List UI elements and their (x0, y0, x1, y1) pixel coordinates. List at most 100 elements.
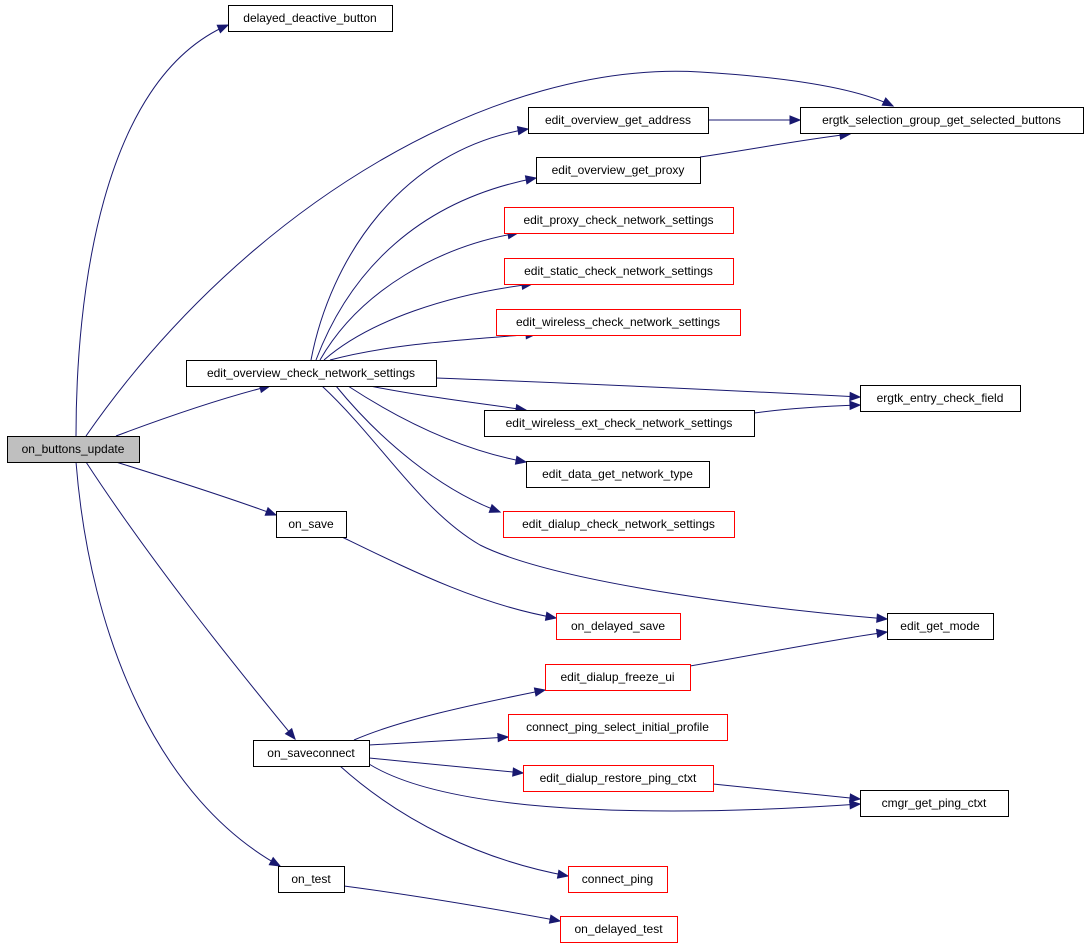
node-box (560, 916, 678, 943)
edge-line (310, 128, 529, 361)
arrowhead (533, 687, 547, 697)
arrowhead (514, 455, 528, 465)
arrowhead (497, 732, 510, 743)
edge-on_save-to-on_delayed_save (341, 536, 558, 621)
node-box (484, 410, 755, 437)
edge-line (323, 283, 533, 361)
node-on_saveconnect[interactable]: on_saveconnect (253, 740, 370, 767)
arrowhead (268, 856, 282, 867)
edge-line (341, 536, 557, 619)
node-on_delayed_save[interactable]: on_delayed_save (556, 613, 681, 640)
arrowhead (789, 115, 802, 125)
edge-on_saveconnect-to-connect_ping_select_initial_profile (368, 732, 510, 746)
node-box (503, 511, 735, 538)
node-label: edit_static_check_network_settings (524, 264, 713, 278)
arrowhead (264, 506, 278, 516)
node-connect_ping[interactable]: connect_ping (568, 866, 668, 893)
node-box (860, 790, 1009, 817)
node-edit_dialup_restore_ping_ctxt[interactable]: edit_dialup_restore_ping_ctxt (523, 765, 714, 792)
node-edit_overview_check_network_settings[interactable]: edit_overview_check_network_settings (186, 360, 437, 387)
edge-line (115, 385, 271, 437)
node-box (545, 664, 691, 691)
edge-line (369, 385, 527, 411)
node-label: on_test (291, 872, 331, 886)
arrowhead (875, 628, 889, 639)
edge-line (712, 783, 861, 800)
edge-line (85, 461, 296, 740)
edge-line (368, 736, 509, 746)
edge-line (699, 133, 851, 158)
edge-line (368, 763, 861, 812)
node-label: edit_data_get_network_type (542, 467, 693, 481)
node-label: edit_wireless_check_network_settings (516, 315, 720, 329)
arrowhead (548, 914, 562, 924)
node-label: connect_ping_select_initial_profile (526, 720, 709, 734)
node-delayed_deactive_button[interactable]: delayed_deactive_button (228, 5, 393, 32)
node-box (860, 385, 1021, 412)
node-label: cmgr_get_ping_ctxt (882, 796, 987, 810)
node-edit_dialup_freeze_ui[interactable]: edit_dialup_freeze_ui (545, 664, 691, 691)
node-box (253, 740, 370, 767)
edge-edit_dialup_freeze_ui-to-edit_get_mode (689, 628, 889, 667)
node-label: edit_dialup_restore_ping_ctxt (540, 771, 697, 785)
node-cmgr_get_ping_ctxt[interactable]: cmgr_get_ping_ctxt (860, 790, 1009, 817)
node-edit_overview_get_address[interactable]: edit_overview_get_address (528, 107, 709, 134)
node-edit_static_check_network_settings[interactable]: edit_static_check_network_settings (504, 258, 734, 285)
node-label: edit_dialup_freeze_ui (560, 670, 674, 684)
node-edit_wireless_check_network_settings[interactable]: edit_wireless_check_network_settings (496, 309, 741, 336)
node-label: on_delayed_test (574, 922, 663, 936)
node-label: on_save (288, 517, 334, 531)
node-edit_wireless_ext_check_network_settings[interactable]: edit_wireless_ext_check_network_settings (484, 410, 755, 437)
edge-line (689, 631, 888, 667)
edge-line (315, 177, 537, 361)
edge-edit_overview_check_network_settings-to-ergtk_entry_check_field (435, 377, 862, 402)
node-edit_get_mode[interactable]: edit_get_mode (887, 613, 994, 640)
edge-line (347, 385, 527, 463)
node-label: on_buttons_update (22, 442, 125, 456)
edge-on_buttons_update-to-on_test (75, 461, 282, 867)
node-box (523, 765, 714, 792)
node-edit_data_get_network_type[interactable]: edit_data_get_network_type (526, 461, 710, 488)
edge-on_buttons_update-to-delayed_deactive_button (75, 24, 230, 437)
node-on_test[interactable]: on_test (278, 866, 345, 893)
node-label: edit_dialup_check_network_settings (522, 517, 715, 531)
edge-edit_wireless_ext_check_network_settings-to-ergtk_entry_check_field (753, 400, 862, 414)
node-box (800, 107, 1084, 134)
edge-line (753, 404, 861, 414)
edge-line (319, 232, 519, 361)
node-edit_dialup_check_network_settings[interactable]: edit_dialup_check_network_settings (503, 511, 735, 538)
node-label: ergtk_selection_group_get_selected_butto… (822, 113, 1061, 127)
node-ergtk_selection_group_get_selected_buttons[interactable]: ergtk_selection_group_get_selected_butto… (800, 107, 1084, 134)
edge-on_buttons_update-to-on_saveconnect (85, 461, 296, 741)
edge-on_saveconnect-to-edit_dialup_freeze_ui (353, 687, 547, 741)
arrowhead (284, 727, 296, 741)
node-box (276, 511, 347, 538)
node-connect_ping_select_initial_profile[interactable]: connect_ping_select_initial_profile (508, 714, 728, 741)
node-box (556, 613, 681, 640)
node-label: on_delayed_save (571, 619, 665, 633)
edge-edit_overview_check_network_settings-to-edit_dialup_check_network_settings (335, 385, 502, 513)
node-edit_overview_get_proxy[interactable]: edit_overview_get_proxy (536, 157, 701, 184)
nodes-layer: on_buttons_update delayed_deactive_button… (7, 5, 1084, 943)
node-box (526, 461, 710, 488)
node-label: edit_proxy_check_network_settings (523, 213, 713, 227)
edge-on_saveconnect-to-edit_dialup_restore_ping_ctxt (368, 757, 525, 777)
edge-on_saveconnect-to-cmgr_get_ping_ctxt (368, 763, 862, 812)
node-box (228, 5, 393, 32)
node-box (528, 107, 709, 134)
edge-line (435, 377, 861, 398)
arrowhead (849, 793, 862, 803)
node-edit_proxy_check_network_settings[interactable]: edit_proxy_check_network_settings (504, 207, 734, 234)
edge-edit_overview_check_network_settings-to-edit_data_get_network_type (347, 385, 528, 465)
edge-line (368, 757, 524, 774)
arrowhead (524, 175, 538, 185)
node-on_delayed_test[interactable]: on_delayed_test (560, 916, 678, 943)
node-on_buttons_update: on_buttons_update (7, 436, 140, 463)
edge-edit_overview_check_network_settings-to-edit_overview_get_proxy (315, 175, 538, 361)
node-ergtk_entry_check_field[interactable]: ergtk_entry_check_field (860, 385, 1021, 412)
node-box (536, 157, 701, 184)
arrowhead (556, 869, 570, 879)
node-on_save[interactable]: on_save (276, 511, 347, 538)
edge-line (321, 385, 888, 620)
edge-edit_overview_check_network_settings-to-edit_wireless_ext_check_network_settings (369, 385, 528, 414)
